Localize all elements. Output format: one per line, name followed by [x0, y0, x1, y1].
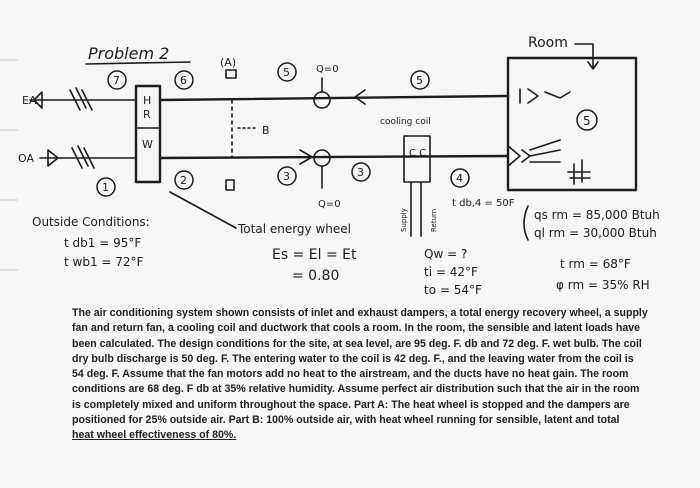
damper-bottom-box [225, 179, 235, 191]
diffuser-lines [529, 139, 561, 163]
station-3b: 3 [357, 166, 364, 179]
ql-rm: ql rm = 30,000 Btuh [534, 226, 657, 240]
t-db1: t db1 = 95°F [64, 236, 141, 250]
outside-conditions: Outside Conditions: [32, 215, 150, 229]
station-5-coil-marker [410, 70, 430, 90]
ea-label: EA [22, 94, 37, 107]
station-3-marker [277, 166, 297, 186]
station-4-marker [450, 168, 470, 188]
return-fan [313, 91, 331, 109]
coil-letters: C C [409, 148, 426, 159]
station-1: 1 [102, 181, 109, 194]
station-1-marker [96, 177, 116, 197]
return-duct [158, 94, 510, 102]
t-wb1: t wb1 = 72°F [64, 255, 144, 269]
station-5-room: 5 [583, 114, 591, 128]
damper-b-label: B [262, 124, 270, 137]
damper-a-box [225, 69, 237, 79]
qw: Qw = ? [424, 247, 467, 261]
station-5-top: 5 [283, 66, 290, 79]
fan-q-bottom: Q=0 [318, 199, 341, 210]
problem-title: Problem 2 [88, 44, 169, 63]
effectiveness-val: = 0.80 [292, 268, 339, 284]
station-4: 4 [456, 172, 463, 185]
station-5-room-marker [576, 109, 598, 131]
station-2-marker [174, 170, 194, 190]
room-loads-brace [523, 205, 529, 241]
station-2: 2 [180, 174, 187, 187]
return-flow-arrow [354, 89, 366, 105]
cooling-coil [403, 135, 431, 183]
qs-rm: qs rm = 85,000 Btuh [534, 208, 660, 222]
statement-line: is completely mixed and uniform througho… [72, 398, 630, 411]
supply-leg: Supply [400, 208, 408, 232]
station-5-coil: 5 [416, 74, 423, 87]
to: to = 54°F [424, 283, 482, 297]
station-6-marker [174, 70, 194, 90]
damper-a-label: (A) [220, 56, 236, 69]
cooling-coil-label: cooling coil [380, 117, 431, 127]
oa-label: OA [18, 152, 34, 165]
statement-line: conditions are 68 deg. F db at 35% relat… [72, 383, 640, 396]
statement-line: 54 deg. F. Assume that the fan motors ad… [72, 368, 629, 381]
heat-wheel-h: H [143, 94, 151, 107]
statement-line: dry bulb discharge is 50 deg. F. The ent… [72, 352, 634, 365]
heat-wheel-w: W [142, 138, 153, 151]
wheel-leader [169, 191, 237, 229]
oa-damper [71, 145, 95, 169]
supply-duct [158, 154, 510, 160]
coil-water-lines [410, 181, 422, 237]
problem-statement: The air conditioning system shown consis… [72, 306, 657, 444]
phi-rm: φ rm = 35% RH [556, 278, 650, 292]
ti: ti = 42°F [424, 265, 478, 279]
station-5-top-marker [277, 62, 297, 82]
return-leg: Return [430, 209, 438, 232]
total-energy-wheel: Total energy wheel [237, 222, 351, 236]
room-return-arrow [519, 88, 539, 104]
room-label: Room [528, 35, 568, 51]
supply-flow-arrow [299, 149, 313, 165]
exhaust-arrow [33, 91, 43, 109]
oa-arrow [47, 149, 59, 167]
hvac-schematic: Problem 2 Room 5 (A) B H R W EA OA 7 1 6… [0, 35, 660, 297]
statement-line: The air conditioning system shown consis… [72, 307, 648, 319]
statement-line-last: heat wheel effectiveness of 80%. [72, 429, 237, 442]
heat-wheel-r: R [143, 108, 151, 121]
station-6: 6 [180, 74, 187, 87]
statement-line: positioned for 25% outside air. Part B: … [72, 414, 620, 427]
statement-line: been calculated. The design conditions f… [72, 337, 642, 350]
title-underline [85, 61, 191, 65]
room-return-mark [544, 91, 571, 99]
room-arrow [574, 43, 599, 70]
effectiveness-eq: Es = El = Et [272, 247, 357, 263]
heat-wheel [134, 84, 162, 184]
t-db4: t db,4 = 50F [452, 198, 515, 209]
room-supply-arrow [507, 145, 531, 167]
station-3b-marker [351, 162, 371, 182]
station-7: 7 [113, 74, 120, 87]
t-rm: t rm = 68°F [560, 257, 631, 271]
exhaust-damper [69, 87, 93, 111]
station-7-marker [107, 70, 127, 90]
fan-q-top: Q=0 [316, 64, 339, 75]
diffuser-symbol [567, 159, 591, 185]
station-3: 3 [283, 170, 290, 183]
room-box [506, 56, 638, 192]
statement-line: fan and return fan, a cooling coil and d… [72, 322, 641, 335]
